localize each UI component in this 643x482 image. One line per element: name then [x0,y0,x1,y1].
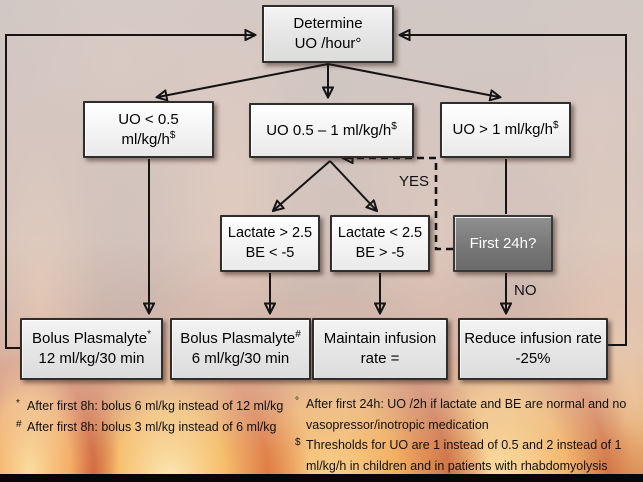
footnote-marker: $ [295,437,301,448]
node-text: UO 0.5 – 1 ml/kg/h$ [266,120,397,139]
footnotes-left: * After first 8h: bolus 6 ml/kg instead … [16,396,294,437]
edge-reduce-loop-to-determine [401,35,627,346]
footnote-bolus-6: # After first 8h: bolus 3 ml/kg instead … [16,417,294,438]
node-text: 6 ml/kg/30 min [191,350,290,367]
node-uo-mid: UO 0.5 – 1 ml/kg/h$ [249,103,414,158]
edge-uo-mid-to-lactate-low [329,160,376,210]
node-text: BE > -5 [355,244,405,261]
node-text: ml/kg/h$ [121,129,176,148]
node-text: UO < 0.5 [118,110,179,128]
node-text: Determine [293,15,363,33]
edge-determine-to-uo-high [327,63,499,97]
footnote-marker: * [16,398,20,409]
footnote-thresholds: $ Thresholds for UO are 1 instead of 0.5… [295,435,635,476]
node-reduce-infusion: Reduce infusion rate -25% [458,318,608,380]
node-maintain-infusion: Maintain infusion rate = [312,318,448,380]
node-text: First 24h? [469,234,537,252]
node-text: -25% [515,350,551,367]
footnote-marker: ° [295,396,299,407]
node-uo-high: UO > 1 ml/kg/h$ [440,102,571,158]
node-text: UO > 1 ml/kg/h$ [452,120,559,139]
node-text: Bolus Plasmalyte* [32,329,151,348]
node-text: rate = [360,350,400,367]
footnote-after-24h: ° After first 24h: UO /2h if lactate and… [295,394,635,435]
node-text: UO /hour° [294,35,362,52]
label-yes: YES [399,173,430,190]
footnote-bolus-12: * After first 8h: bolus 6 ml/kg instead … [16,396,294,417]
node-text: Reduce infusion rate [464,330,602,348]
edge-bolus12-loop-to-determine [5,35,254,349]
node-lactate-low: Lactate < 2.5 BE > -5 [330,215,430,272]
footnote-marker: # [16,418,22,430]
edge-first24h-yes-to-uo-mid [344,158,453,251]
edge-uo-mid-to-lactate-high [274,160,331,210]
node-text: BE < -5 [245,244,295,261]
label-no: NO [514,282,537,299]
node-bolus-plasmalyte-6: Bolus Plasmalyte# 6 ml/kg/30 min [170,318,311,380]
node-text: Lactate < 2.5 [337,225,423,242]
node-text: Lactate > 2.5 [227,225,313,242]
node-text: 12 ml/kg/30 min [38,350,145,367]
node-text: Bolus Plasmalyte# [180,329,301,348]
edge-determine-to-uo-low [158,63,329,97]
node-lactate-high: Lactate > 2.5 BE < -5 [220,215,320,272]
bottom-black-strip [0,474,643,482]
node-text: Maintain infusion [323,330,437,348]
node-determine-uo: Determine UO /hour° [262,5,394,63]
footnotes-right: ° After first 24h: UO /2h if lactate and… [295,394,635,476]
node-first-24h: First 24h? [453,215,553,272]
node-uo-low: UO < 0.5 ml/kg/h$ [83,101,214,158]
node-bolus-plasmalyte-12: Bolus Plasmalyte* 12 ml/kg/30 min [20,318,163,380]
